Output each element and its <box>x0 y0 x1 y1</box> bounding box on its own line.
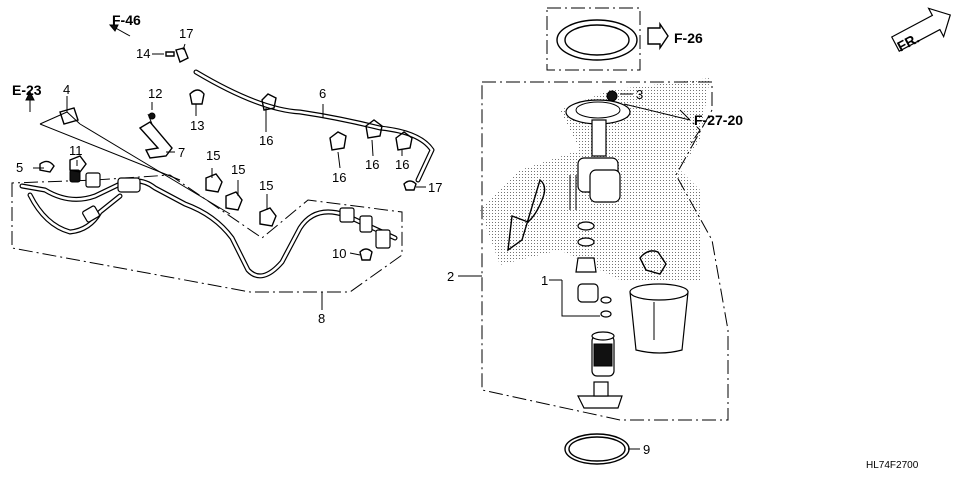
callout-10: 10 <box>332 246 346 261</box>
pump-flange <box>565 90 631 157</box>
pump-clip <box>639 250 667 275</box>
diagram-code: HL74F2700 <box>866 460 919 471</box>
callout-4: 4 <box>63 82 70 97</box>
callout-numbers: 1 2 3 4 5 6 7 8 9 10 11 12 13 14 15 15 1… <box>16 26 650 457</box>
callout-11: 11 <box>69 143 83 158</box>
hose-connector <box>375 229 391 249</box>
pump-body <box>569 157 621 210</box>
callout-16: 16 <box>332 170 346 185</box>
hose-clip <box>85 172 101 188</box>
reference-codes: F-46 E-23 F-26 F-27-20 FR. <box>12 12 922 128</box>
hose-connector <box>117 177 141 193</box>
callout-1: 1 <box>541 273 548 288</box>
hose-connector <box>359 215 373 233</box>
hose-clip <box>69 169 81 183</box>
ref-f26: F-26 <box>674 30 703 46</box>
ref-outline <box>679 109 701 146</box>
pump-assembly-outline <box>481 81 729 421</box>
seal-ring-inner <box>564 24 630 56</box>
gasket-ring-inner <box>568 436 626 462</box>
fuel-gauge-float <box>507 178 546 252</box>
pump-small-parts <box>575 221 612 318</box>
gasket-ring-outer <box>564 433 630 465</box>
tube-clips <box>261 93 413 151</box>
hose-group-outline <box>11 174 403 293</box>
callout-17: 17 <box>428 180 442 195</box>
callout-2: 2 <box>447 269 454 284</box>
breather-tube <box>193 69 435 183</box>
callout-15: 15 <box>259 178 273 193</box>
ref-f2720: F-27-20 <box>694 112 743 128</box>
ref-f46: F-46 <box>112 12 141 28</box>
hose-stay <box>138 89 205 159</box>
callout-5: 5 <box>16 160 23 175</box>
hose-connector <box>82 205 100 223</box>
callout-17: 17 <box>179 26 193 41</box>
callout-14: 14 <box>136 46 150 61</box>
callout-12: 12 <box>148 86 162 101</box>
seal-reference-box <box>546 7 641 71</box>
hose-clamps <box>205 173 277 227</box>
fuel-pump-motor <box>591 331 615 377</box>
small-brackets <box>39 47 417 191</box>
leader-1 <box>561 280 600 317</box>
callout-6: 6 <box>319 86 326 101</box>
callout-16: 16 <box>395 157 409 172</box>
hose-connector <box>339 207 355 223</box>
callout-9: 9 <box>643 442 650 457</box>
callout-16: 16 <box>365 157 379 172</box>
arrow-right-icon <box>647 21 669 51</box>
ref-e23: E-23 <box>12 82 42 98</box>
callout-8: 8 <box>318 311 325 326</box>
fuel-hose-assembly <box>11 169 403 293</box>
callout-7: 7 <box>178 145 185 160</box>
clip-10-shape <box>359 248 373 261</box>
arrow-up-icon <box>108 24 131 37</box>
seal-ring-outer <box>556 19 638 61</box>
pump-strainer <box>629 283 689 354</box>
callout-16: 16 <box>259 133 273 148</box>
callout-3: 3 <box>636 87 643 102</box>
pump-base <box>577 381 623 409</box>
callout-13: 13 <box>190 118 204 133</box>
callout-15: 15 <box>206 148 220 163</box>
callout-15: 15 <box>231 162 245 177</box>
front-direction-arrow-icon <box>890 7 952 52</box>
arrow-up-icon <box>25 90 35 112</box>
leader-lines-left <box>33 43 426 310</box>
